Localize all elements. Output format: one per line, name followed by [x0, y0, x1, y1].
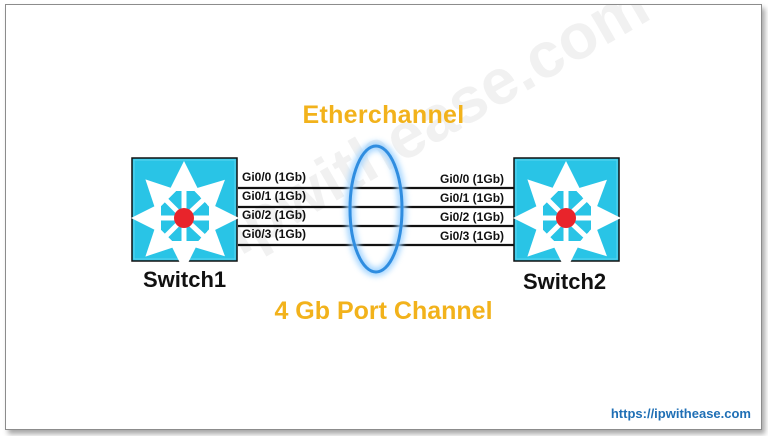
port-label: Gi0/0 (1Gb)	[242, 170, 307, 184]
diagram-title: Etherchannel	[302, 101, 465, 129]
switch-icon	[131, 157, 239, 271]
site-url: https://ipwithease.com	[610, 406, 751, 421]
port-label: Gi0/0 (1Gb)	[440, 172, 505, 186]
diagram-subtitle: 4 Gb Port Channel	[274, 297, 493, 325]
bundle-ring	[345, 141, 407, 277]
switch1-label: Switch1	[143, 267, 227, 292]
switch-icon	[513, 157, 621, 271]
port-label: Gi0/2 (1Gb)	[242, 208, 307, 222]
port-label: Gi0/1 (1Gb)	[440, 191, 505, 205]
port-label: Gi0/1 (1Gb)	[242, 189, 307, 203]
diagram-frame: ipwithease.com	[5, 4, 762, 430]
port-label: Gi0/2 (1Gb)	[440, 210, 505, 224]
switch2-label: Switch2	[523, 269, 607, 294]
link-lines	[238, 186, 514, 247]
topology-svg	[131, 141, 621, 277]
port-label: Gi0/3 (1Gb)	[440, 229, 505, 243]
port-label: Gi0/3 (1Gb)	[242, 227, 307, 241]
